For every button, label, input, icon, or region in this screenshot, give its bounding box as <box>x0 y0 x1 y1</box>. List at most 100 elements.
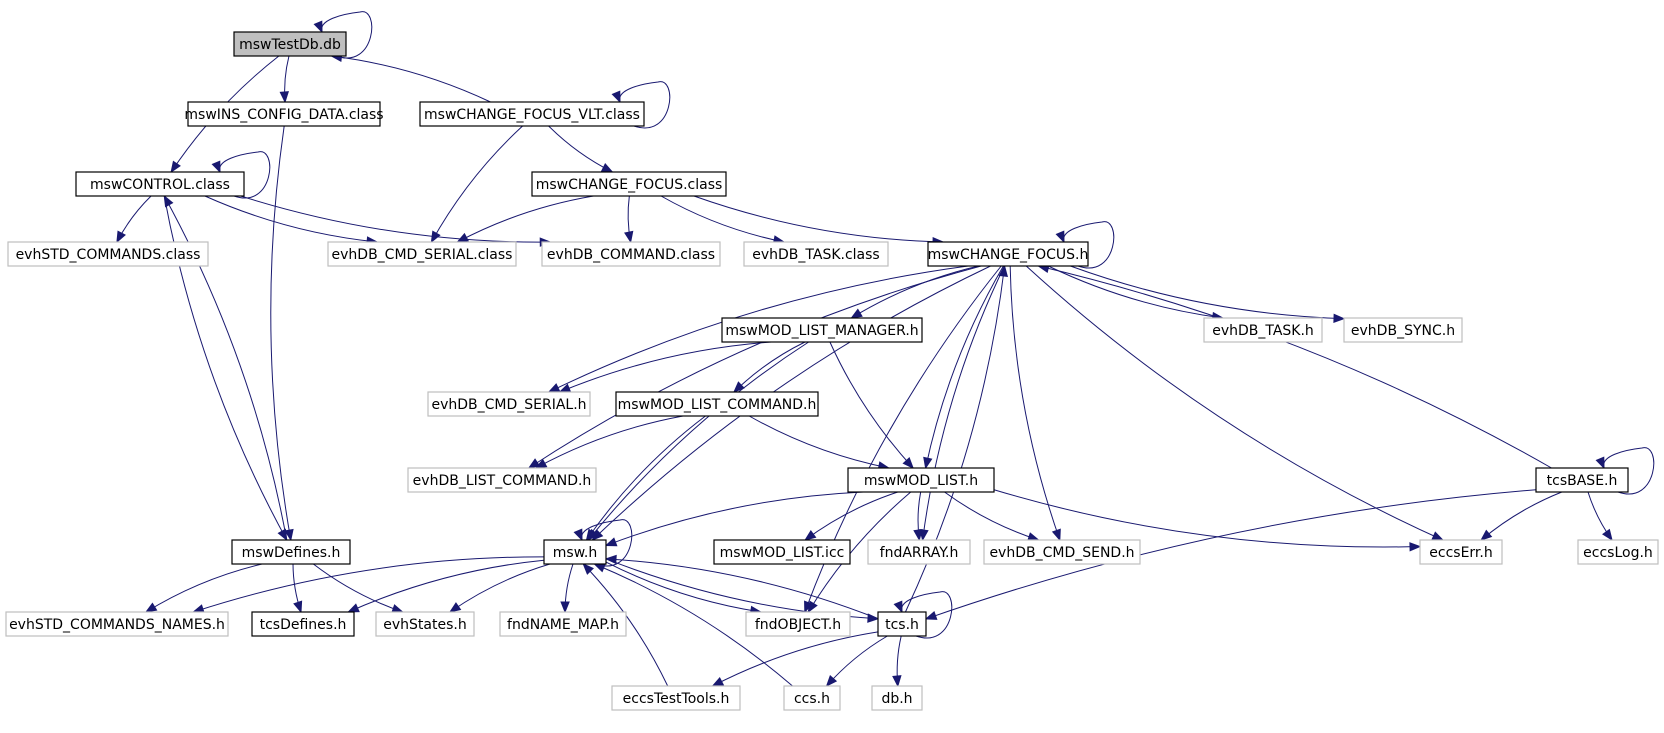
edge-n_cfh-to-n_ml <box>923 265 1004 470</box>
edge-line <box>270 125 292 541</box>
node-ctrl[interactable]: mswCONTROL.class <box>75 171 245 197</box>
edge-line <box>925 489 1537 620</box>
arrowhead <box>604 537 618 547</box>
arrowhead <box>913 528 923 542</box>
arrowhead <box>116 230 126 244</box>
edge-n_defs-to-n_tcsdefs <box>292 563 303 614</box>
edge-n_cfvlt-to-n_cfvlt <box>611 81 671 129</box>
edge-line <box>457 195 594 243</box>
arrowhead <box>284 528 294 542</box>
node-box <box>187 101 381 127</box>
node-mlicc[interactable]: mswMOD_LIST.icc <box>713 539 851 565</box>
edge-n_tcsbase-to-n_cfh <box>1037 263 1552 469</box>
edge-line <box>535 415 684 469</box>
edge-n_mlc-to-n_listcmd <box>534 415 684 469</box>
edge-line <box>528 265 982 469</box>
edge-line <box>548 265 969 393</box>
node-box <box>5 611 229 637</box>
edge-n_cfh-to-n_cmdsend <box>1009 265 1061 542</box>
node-eccserr: eccsErr.h <box>1419 539 1503 565</box>
edge-n_cfvlt-to-n_root <box>330 52 491 103</box>
node-box <box>615 391 819 417</box>
edge-n_ml-to-n_fndarr <box>913 491 923 542</box>
arrowhead <box>825 674 838 688</box>
edge-n_tcs-to-n_eccstt <box>711 631 879 687</box>
node-ml[interactable]: mswMOD_LIST.h <box>847 467 995 493</box>
node-box <box>867 539 971 565</box>
edge-n_msw-to-n_tcsdefs <box>347 559 545 613</box>
node-box <box>231 539 351 565</box>
edge-line <box>1603 447 1655 495</box>
edge-n_tcs-to-n_cfh <box>904 264 1009 613</box>
edge-n_mlc-to-n_msw <box>585 415 706 542</box>
edge-line <box>1038 265 1552 469</box>
node-ins[interactable]: mswINS_CONFIG_DATA.class <box>184 101 384 127</box>
node-cfh[interactable]: mswCHANGE_FOCUS.h <box>927 241 1089 267</box>
node-box <box>251 611 355 637</box>
node-box <box>543 539 607 565</box>
edge-n_defs-to-n_ctrl <box>163 194 288 541</box>
edge-line <box>193 556 545 613</box>
edge-n_tcsbase-to-n_eccslog <box>1587 491 1613 542</box>
edge-n_msw-to-n_fndname <box>560 563 574 614</box>
node-dbtaskh: evhDB_TASK.h <box>1203 317 1323 343</box>
node-cmdserh: evhDB_CMD_SERIAL.h <box>427 391 591 417</box>
arrowhead <box>1055 230 1065 244</box>
edge-n_cfvlt-to-n_cmdser <box>430 125 523 244</box>
node-defs[interactable]: mswDefines.h <box>231 539 351 565</box>
arrowhead <box>391 604 404 614</box>
node-box <box>721 317 923 343</box>
edge-n_tcs-to-n_ccs <box>825 635 888 688</box>
edge-line <box>449 563 551 613</box>
arrowhead <box>527 458 541 469</box>
node-box <box>877 611 927 637</box>
edge-n_tcsbase-to-n_tcs <box>924 489 1537 620</box>
edge-line <box>240 195 551 243</box>
node-mlm[interactable]: mswMOD_LIST_MANAGER.h <box>721 317 923 343</box>
edge-line <box>993 489 1421 548</box>
edge-n_cfh-to-n_mlm <box>850 265 979 319</box>
arrowhead <box>593 563 606 573</box>
edge-n_msw-to-n_evhstates <box>448 563 551 613</box>
node-label: mswMOD_LIST_COMMAND.h <box>618 397 817 413</box>
arrowhead <box>293 600 303 614</box>
node-tcsbase[interactable]: tcsBASE.h <box>1535 467 1629 493</box>
node-label: db.h <box>881 691 912 707</box>
arrowhead <box>211 160 221 174</box>
arrowhead <box>711 676 725 687</box>
edge-line <box>586 415 706 541</box>
edge-n_tcs-to-n_msw <box>604 554 879 620</box>
arrowhead <box>923 456 933 470</box>
node-msw[interactable]: msw.h <box>543 539 607 565</box>
node-label: evhDB_SYNC.h <box>1351 323 1455 339</box>
node-label: evhDB_CMD_SERIAL.h <box>431 397 586 413</box>
node-label: evhDB_TASK.class <box>752 247 879 263</box>
node-tcsdefs[interactable]: tcsDefines.h <box>251 611 355 637</box>
arrowhead <box>1595 456 1605 470</box>
node-box <box>983 539 1141 565</box>
node-box <box>1203 317 1323 343</box>
node-cfvlt[interactable]: mswCHANGE_FOCUS_VLT.class <box>419 101 645 127</box>
edge-n_ml-to-n_eccserr <box>993 489 1422 552</box>
node-label: evhStates.h <box>383 617 466 633</box>
edge-n_tcsbase-to-n_tcsbase <box>1595 447 1655 495</box>
arrowhead <box>1409 542 1422 552</box>
edge-n_tcs-to-n_db <box>892 635 902 688</box>
edge-n_cfclass-to-n_cmdser <box>456 195 594 243</box>
arrowhead <box>585 528 597 542</box>
edge-line <box>1009 265 1061 541</box>
node-tcs[interactable]: tcs.h <box>877 611 927 637</box>
node-label: evhDB_TASK.h <box>1212 323 1314 339</box>
edge-line <box>904 265 1006 613</box>
edge-line <box>925 265 1004 469</box>
edge-n_ml-to-n_fndobj <box>807 491 912 614</box>
node-box <box>531 171 727 197</box>
node-root[interactable]: mswTestDb.db <box>233 31 347 57</box>
node-mlc[interactable]: mswMOD_LIST_COMMAND.h <box>615 391 819 417</box>
edges-layer <box>116 11 1655 688</box>
edge-line <box>829 341 914 469</box>
edge-line <box>145 563 263 613</box>
node-label: evhSTD_COMMANDS.class <box>16 247 201 263</box>
node-cfclass[interactable]: mswCHANGE_FOCUS.class <box>531 171 727 197</box>
